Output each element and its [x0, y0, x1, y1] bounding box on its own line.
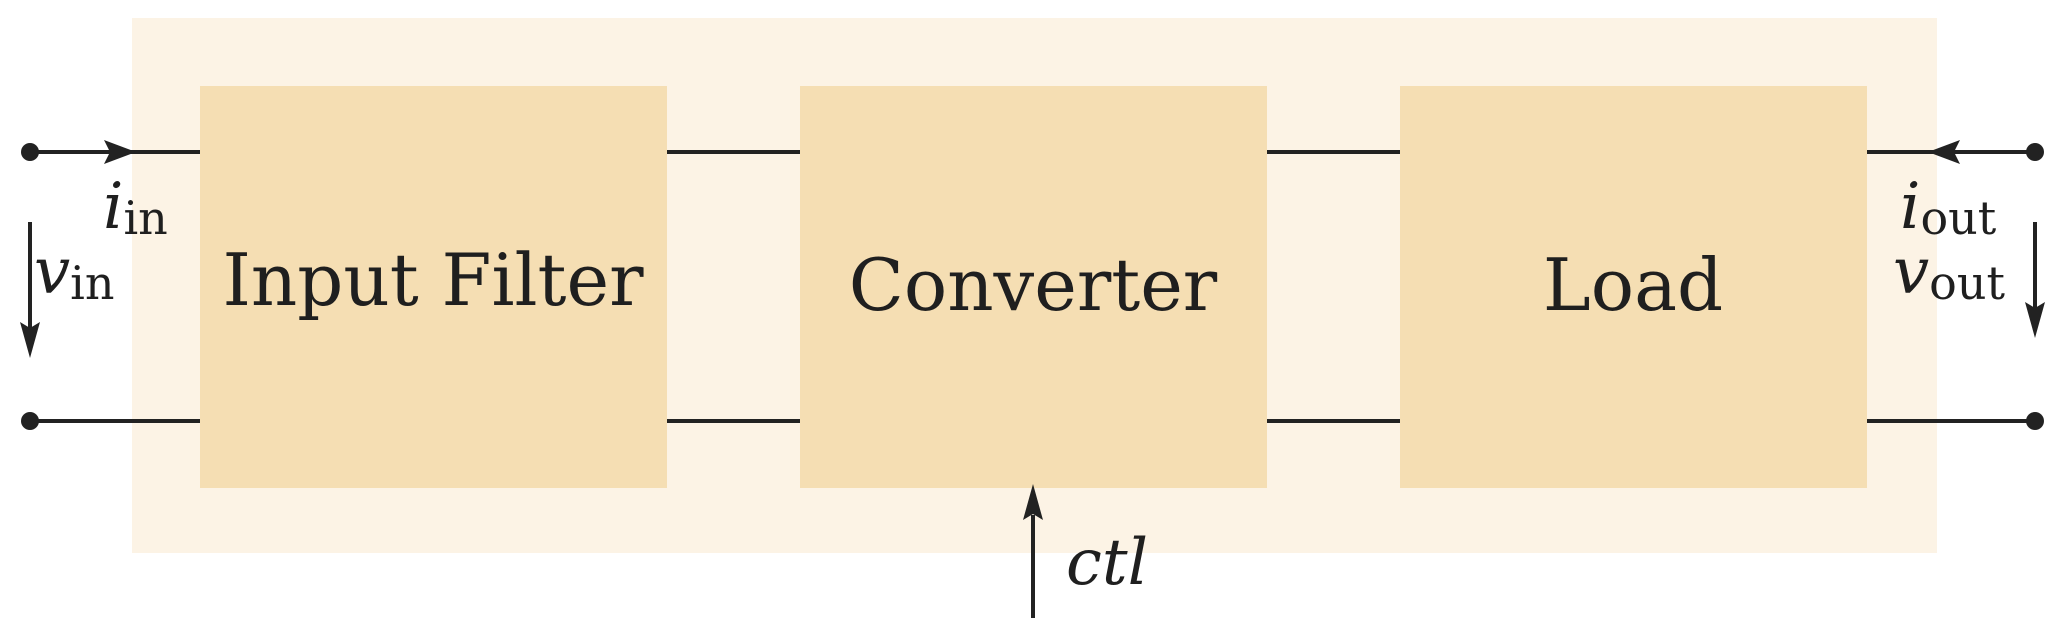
- block-load: Load: [1400, 86, 1867, 488]
- label-v-out: vout: [1893, 235, 2005, 310]
- label-ctl: ctl: [1066, 526, 1148, 600]
- terminal-out-bottom: [2026, 412, 2044, 430]
- terminal-in-bottom: [21, 412, 39, 430]
- label-i-out: iout: [1900, 170, 1997, 245]
- terminal-in-top: [21, 143, 39, 161]
- v-out-arrow-icon: [2025, 302, 2045, 338]
- block-converter: Converter: [800, 86, 1267, 488]
- label-i-in: iin: [103, 170, 168, 245]
- v-in-arrow-icon: [20, 322, 40, 358]
- block-input-filter: Input Filter: [200, 86, 667, 488]
- block-load-box: [1400, 86, 1867, 488]
- i-out-arrow-icon: [1928, 140, 1960, 164]
- label-v-in: vin: [34, 235, 115, 310]
- block-converter-box: [800, 86, 1267, 488]
- block-converter-label: Converter: [849, 243, 1218, 327]
- block-input-filter-label: Input Filter: [222, 238, 644, 322]
- block-input-filter-box: [200, 86, 667, 488]
- block-load-label: Load: [1543, 243, 1723, 327]
- ctl-arrow-icon: [1023, 484, 1043, 520]
- i-in-arrow-icon: [104, 140, 136, 164]
- terminal-out-top: [2026, 143, 2044, 161]
